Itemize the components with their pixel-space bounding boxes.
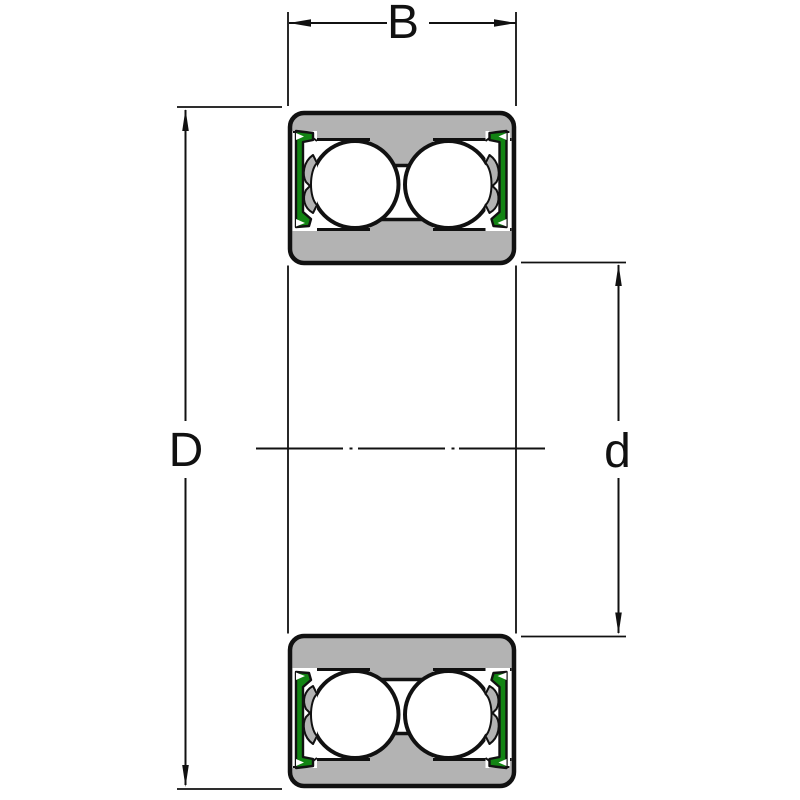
dimension-B: B bbox=[287, 0, 517, 106]
arrowhead-up bbox=[182, 109, 189, 131]
arrowhead-up bbox=[615, 264, 622, 286]
dimension-d: d bbox=[521, 261, 631, 638]
label-width-B: B bbox=[387, 0, 419, 49]
arrowhead-down bbox=[615, 612, 622, 635]
arrowhead-left bbox=[289, 19, 311, 27]
arrowhead-down bbox=[182, 765, 189, 787]
arrowhead-right bbox=[494, 19, 516, 27]
cross-section-bottom bbox=[290, 636, 514, 786]
cross-section-top bbox=[290, 113, 514, 263]
dimension-D: D bbox=[169, 106, 282, 790]
label-bore-diameter-d: d bbox=[604, 425, 631, 478]
label-outer-diameter-D: D bbox=[169, 424, 204, 477]
